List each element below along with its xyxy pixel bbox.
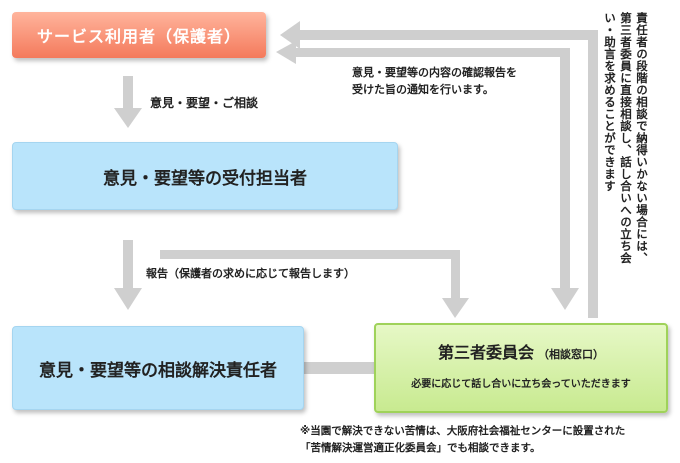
arrow-branch-head bbox=[442, 298, 469, 318]
direct-consultation-note: 責任者の段階の相談で納得いかない場合には、 第三者委員に直接相談し、話し合いへの… bbox=[602, 12, 650, 264]
resolver-label: 意見・要望等の相談解決責任者 bbox=[39, 360, 277, 381]
connector-resolver-committee bbox=[304, 362, 374, 374]
notice-label: 意見・要望等の内容の確認報告を 受けた旨の通知を行います。 bbox=[352, 64, 517, 98]
footnote-line-1: ※当園で解決できない苦情は、大阪府社会福祉センターに設置された bbox=[300, 425, 626, 437]
reception-box: 意見・要望等の受付担当者 bbox=[12, 142, 398, 210]
arrow-reception-to-resolver-head bbox=[114, 288, 142, 310]
footnote: ※当園で解決できない苦情は、大阪府社会福祉センターに設置された 「苦情解決運営適… bbox=[300, 423, 625, 457]
opinion-label: 意見・要望・ご相談 bbox=[150, 96, 259, 110]
arrow-reception-to-resolver bbox=[123, 240, 133, 290]
committee-note: 必要に応じて話し合いに立ち会っていただきます bbox=[411, 378, 631, 390]
reception-label: 意見・要望等の受付担当者 bbox=[103, 168, 307, 189]
service-user-box: サービス利用者（保護者） bbox=[12, 12, 266, 58]
arrow-branch-horizontal bbox=[160, 250, 460, 259]
arrow-notice-horizontal bbox=[294, 48, 570, 57]
footnote-line-2: 「苦情解決運営適正化委員会」でも相談できます。 bbox=[300, 442, 541, 454]
arrow-outer-horizontal bbox=[298, 30, 598, 40]
arrow-user-to-reception-head bbox=[114, 108, 142, 128]
committee-title: 第三者委員会 （相談窓口） bbox=[438, 339, 604, 363]
resolver-box: 意見・要望等の相談解決責任者 bbox=[12, 326, 304, 410]
arrow-user-to-reception bbox=[123, 76, 133, 110]
committee-title-sub: （相談窓口） bbox=[538, 347, 604, 361]
vertical-line-1: 責任者の段階の相談で納得いかない場合には、 bbox=[635, 12, 649, 264]
third-party-committee-box: 第三者委員会 （相談窓口） 必要に応じて話し合いに立ち会っていただきます bbox=[374, 323, 668, 413]
report-label: 報告（保護者の求めに応じて報告します） bbox=[146, 267, 355, 280]
notice-line-2: 受けた旨の通知を行います。 bbox=[352, 83, 494, 96]
service-user-label: サービス利用者（保護者） bbox=[36, 27, 241, 46]
arrow-branch-vertical bbox=[451, 250, 460, 300]
arrow-outer-vertical bbox=[588, 30, 598, 318]
vertical-line-2: 第三者委員に直接相談し、話し合いへの立ち会 bbox=[619, 12, 633, 264]
notice-line-1: 意見・要望等の内容の確認報告を bbox=[352, 66, 517, 79]
arrow-notice-vertical bbox=[560, 48, 570, 290]
vertical-line-3: い・助言を求めることができます bbox=[603, 12, 617, 192]
arrow-notice-left-head bbox=[276, 41, 296, 64]
arrow-notice-head bbox=[551, 288, 579, 310]
committee-title-main: 第三者委員会 bbox=[437, 342, 534, 362]
